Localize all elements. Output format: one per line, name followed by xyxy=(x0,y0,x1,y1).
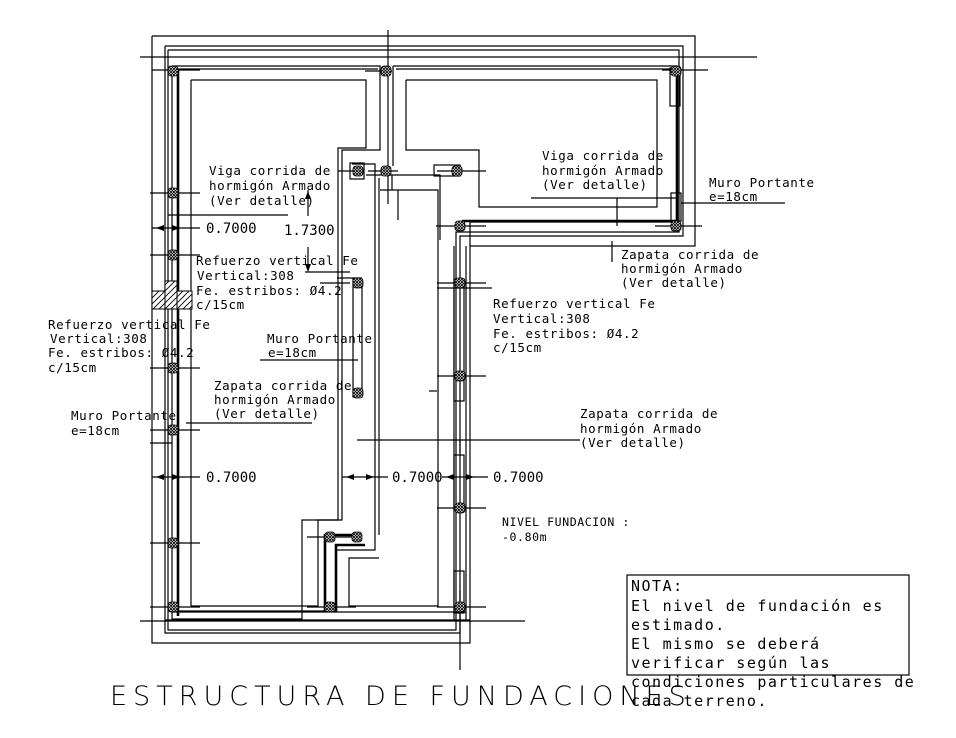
label-refuerzo-mid-3: Fe. estribos: Ø4.2 xyxy=(196,283,342,298)
dimension-bottom-right: 0.7000 xyxy=(493,470,544,486)
label-zapata-right-top-2: hormigón Armado xyxy=(621,261,743,276)
column-icon xyxy=(454,277,466,289)
label-refuerzo-right-2: Vertical:308 xyxy=(493,311,591,326)
arrow-icon xyxy=(366,474,374,480)
label-muro-left-2: e=18cm xyxy=(71,423,120,438)
label-viga-left-1: Viga corrida de xyxy=(209,163,331,178)
column-icon xyxy=(670,65,682,77)
label-refuerzo-left-2: Vertical:308 xyxy=(50,331,148,346)
column-icon xyxy=(167,362,179,374)
label-muro-right-2: e=18cm xyxy=(709,189,758,204)
note-line-1: NOTA: xyxy=(631,577,684,595)
note-line-7: cada terreno. xyxy=(631,692,768,710)
label-zapata-right-top-3: (Ver detalle) xyxy=(621,275,727,290)
column-icon xyxy=(167,187,179,199)
label-refuerzo-left-1: Refuerzo vertical Fe xyxy=(48,317,211,332)
label-refuerzo-right-4: c/15cm xyxy=(493,340,542,355)
dimension-vertical: 1.7300 xyxy=(284,223,335,239)
label-refuerzo-left-4: c/15cm xyxy=(48,360,97,375)
column-icon xyxy=(352,387,364,399)
column-icon xyxy=(454,370,466,382)
label-nivel-1: NIVEL FUNDACION : xyxy=(502,515,630,529)
column-icon xyxy=(380,165,392,177)
label-refuerzo-left-3: Fe. estribos: Ø4.2 xyxy=(48,345,194,360)
column-icon xyxy=(454,502,466,514)
note-line-2: El nivel de fundación es xyxy=(631,597,884,615)
note-line-6: condiciones particulares de xyxy=(631,673,915,691)
label-viga-left-2: hormigón Armado xyxy=(209,178,331,193)
arrow-icon xyxy=(446,474,454,480)
label-refuerzo-mid-2: Vertical:308 xyxy=(197,268,295,283)
column-icon xyxy=(352,277,364,289)
label-zapata-right-bottom-1: Zapata corrida de xyxy=(580,406,718,421)
label-refuerzo-right-3: Fe. estribos: Ø4.2 xyxy=(493,326,639,341)
arrow-icon xyxy=(346,474,354,480)
label-muro-mid-2: e=18cm xyxy=(268,345,317,360)
column-icon xyxy=(324,601,336,613)
label-viga-right-3: (Ver detalle) xyxy=(542,177,648,192)
label-viga-right-1: Viga corrida de xyxy=(542,148,664,163)
label-nivel-2: -0.80m xyxy=(502,530,547,544)
column-icon xyxy=(454,601,466,613)
dimension-bottom-mid: 0.7000 xyxy=(392,470,443,486)
label-muro-left-1: Muro Portante xyxy=(71,408,177,423)
dimension-lines xyxy=(152,191,488,480)
note-line-5: verificar según las xyxy=(631,654,831,672)
label-refuerzo-right-1: Refuerzo vertical Fe xyxy=(493,296,656,311)
hatched-wall-segment xyxy=(151,280,193,310)
annotations: Viga corrida de hormigón Armado (Ver det… xyxy=(48,148,815,544)
label-zapata-right-top-1: Zapata corrida de xyxy=(621,247,759,262)
arrow-icon xyxy=(172,225,180,231)
axis-lines xyxy=(140,30,785,670)
label-zapata-mid-1: Zapata corrida de xyxy=(214,378,352,393)
dimension-bottom-left: 0.7000 xyxy=(206,470,257,486)
arrow-icon xyxy=(305,191,311,199)
column-icon xyxy=(451,165,463,177)
column-icon xyxy=(167,537,179,549)
note-line-4: El mismo se deberá xyxy=(631,635,821,653)
label-viga-left-3: (Ver detalle) xyxy=(209,193,315,208)
arrow-icon xyxy=(466,474,474,480)
label-refuerzo-mid-4: c/15cm xyxy=(196,297,245,312)
column-icon xyxy=(167,65,179,77)
label-zapata-right-bottom-3: (Ver detalle) xyxy=(580,435,686,450)
column-icon xyxy=(351,531,363,543)
dimension-top-left: 0.7000 xyxy=(206,221,257,237)
note-line-3: estimado. xyxy=(631,616,726,634)
column-icon xyxy=(352,165,364,177)
label-zapata-right-bottom-2: hormigón Armado xyxy=(580,421,702,436)
label-zapata-mid-3: (Ver detalle) xyxy=(214,406,320,421)
column-icon xyxy=(167,424,179,436)
column-icon xyxy=(670,220,682,232)
label-muro-mid-1: Muro Portante xyxy=(267,331,373,346)
label-zapata-mid-2: hormigón Armado xyxy=(214,392,336,407)
arrow-icon xyxy=(172,474,180,480)
column-icon xyxy=(454,220,466,232)
column-icon xyxy=(324,531,336,543)
column-icon xyxy=(167,601,179,613)
columns xyxy=(167,65,682,613)
arrow-icon xyxy=(305,264,311,272)
arrow-icon xyxy=(156,225,164,231)
arrow-icon xyxy=(156,474,164,480)
drawing-title: ESTRUCTURA DE FUNDACIONES xyxy=(110,681,692,712)
column-icon xyxy=(380,65,392,77)
label-viga-right-2: hormigón Armado xyxy=(542,163,664,178)
label-muro-right-1: Muro Portante xyxy=(709,175,815,190)
column-icon xyxy=(167,249,179,261)
label-refuerzo-mid-1: Refuerzo vertical Fe xyxy=(196,253,359,268)
note-box: NOTA: El nivel de fundación es estimado.… xyxy=(626,574,915,710)
